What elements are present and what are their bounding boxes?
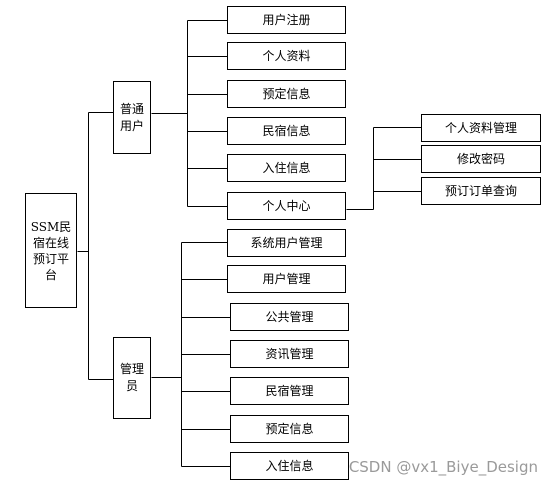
root-node: SSM民 宿在线 预订平 台 [25, 193, 77, 308]
watermark: CSDN @vx1_Biye_Design [348, 458, 538, 476]
admin-item-label: 预定信息 [265, 421, 314, 436]
admin-branch-label: 管理 员 [119, 362, 144, 393]
user-item-label: 入住信息 [262, 160, 311, 175]
user-item-label: 民宿信息 [262, 123, 311, 138]
admin-item-label: 民宿管理 [265, 383, 314, 398]
user-item-label: 个人资料 [262, 48, 311, 63]
user-item-label: 个人中心 [262, 198, 311, 213]
personal-center-item-label: 修改密码 [456, 151, 505, 166]
user-item-booking-info: 预定信息 [227, 80, 346, 108]
user-item-checkin-info: 入住信息 [227, 154, 346, 182]
admin-item-public-management: 公共管理 [230, 303, 349, 331]
personal-center-profile-management: 个人资料管理 [421, 114, 541, 142]
user-item-personal-center: 个人中心 [227, 192, 346, 220]
user-item-homestay-info: 民宿信息 [227, 117, 346, 145]
personal-center-item-label: 预订订单查询 [444, 183, 517, 198]
admin-item-label: 公共管理 [265, 309, 314, 324]
admin-item-label: 系统用户管理 [250, 235, 323, 250]
personal-center-order-query: 预订订单查询 [421, 177, 541, 205]
user-item-label: 预定信息 [262, 86, 311, 101]
user-item-register: 用户注册 [227, 6, 346, 34]
admin-item-checkin-info: 入住信息 [230, 452, 349, 480]
personal-center-change-password: 修改密码 [421, 145, 541, 173]
admin-item-system-user-management: 系统用户管理 [227, 229, 346, 257]
personal-center-item-label: 个人资料管理 [444, 120, 517, 135]
admin-item-label: 入住信息 [265, 458, 314, 473]
user-item-profile: 个人资料 [227, 42, 346, 70]
admin-item-booking-info: 预定信息 [230, 415, 349, 443]
admin-item-label: 资讯管理 [265, 346, 314, 361]
admin-item-user-management: 用户管理 [227, 265, 346, 293]
root-label: SSM民 宿在线 预订平 台 [30, 219, 72, 282]
admin-branch-node: 管理 员 [113, 337, 151, 419]
user-branch-label: 普通 用户 [119, 101, 144, 133]
admin-item-label: 用户管理 [262, 271, 311, 286]
user-branch-node: 普通 用户 [113, 81, 151, 154]
admin-item-news-management: 资讯管理 [230, 340, 349, 368]
user-item-label: 用户注册 [262, 12, 311, 27]
admin-item-homestay-management: 民宿管理 [230, 377, 349, 405]
